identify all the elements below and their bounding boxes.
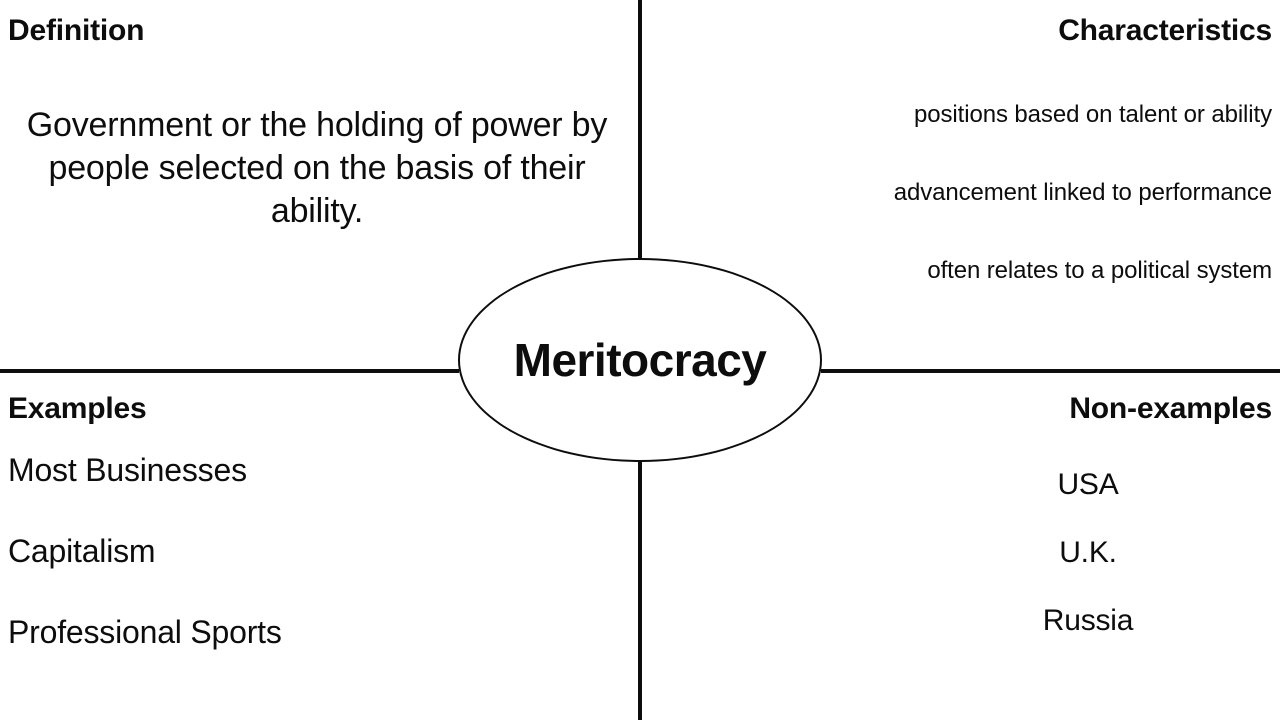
vertical-divider-top: [638, 0, 642, 259]
examples-list: Most Businesses Capitalism Professional …: [8, 450, 608, 652]
characteristics-list: positions based on talent or ability adv…: [732, 100, 1272, 286]
non-examples-list: USA U.K. Russia: [948, 466, 1228, 640]
definition-heading: Definition: [8, 14, 145, 47]
definition-body-text: Government or the holding of power by pe…: [26, 106, 608, 230]
examples-item: Capitalism: [8, 533, 156, 569]
horizontal-divider-left: [0, 369, 459, 373]
non-examples-heading: Non-examples: [1069, 392, 1272, 425]
examples-item: Most Businesses: [8, 452, 247, 488]
characteristics-item: positions based on talent or ability: [914, 101, 1272, 128]
horizontal-divider-right: [821, 369, 1280, 373]
characteristics-heading: Characteristics: [1058, 14, 1272, 47]
non-examples-item: U.K.: [1059, 536, 1117, 569]
examples-item: Professional Sports: [8, 614, 282, 650]
non-examples-item: Russia: [1042, 604, 1134, 637]
center-ellipse: Meritocracy: [458, 258, 822, 462]
non-examples-item: USA: [1057, 468, 1119, 501]
examples-heading: Examples: [8, 392, 147, 425]
characteristics-item: often relates to a political system: [927, 257, 1272, 284]
vertical-divider-bottom: [638, 461, 642, 720]
center-term-label: Meritocracy: [513, 334, 767, 386]
characteristics-item: advancement linked to performance: [893, 179, 1272, 206]
